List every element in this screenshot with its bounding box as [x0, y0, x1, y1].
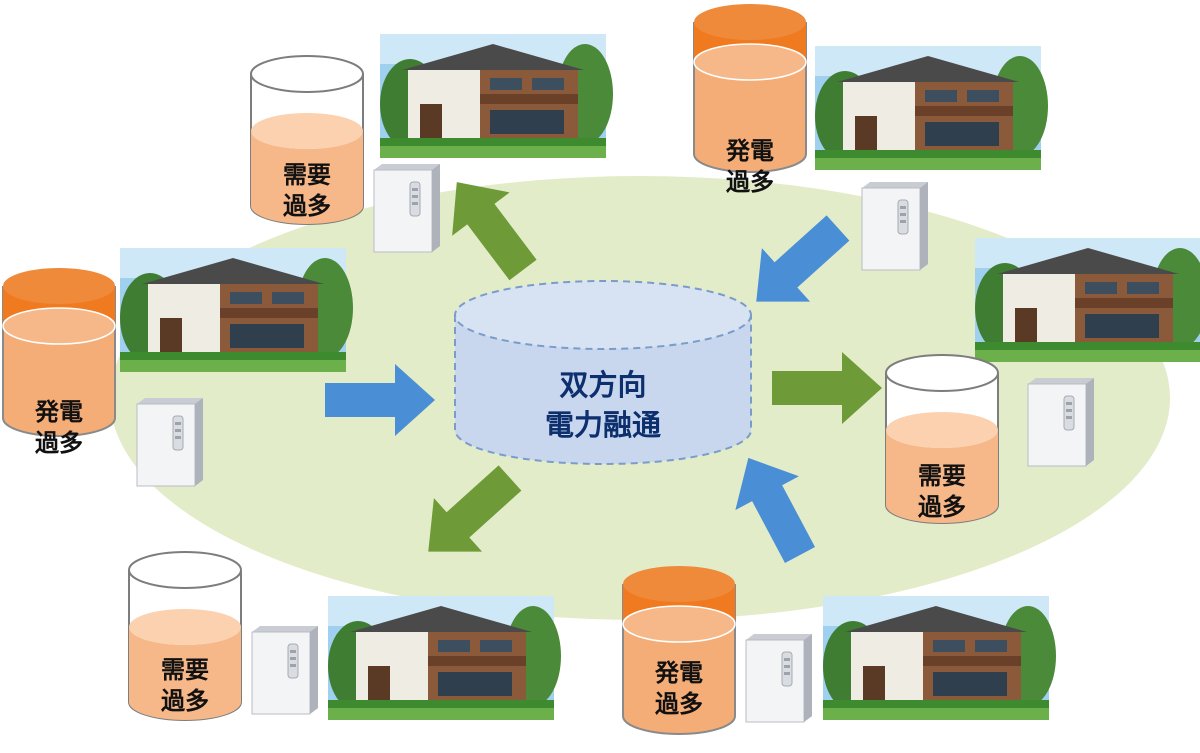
house-photo-bottom-left [328, 596, 561, 720]
tank-label-top-left-2: 過多 [283, 192, 331, 220]
tank-bottom-left: 需要 過多 [128, 551, 242, 721]
tank-label-top-right-2: 過多 [726, 168, 774, 196]
tank-label-bottom-left-2: 過多 [161, 687, 209, 715]
storage-battery-bottom-left [251, 625, 319, 715]
hub-label-line1: 双方向 [559, 368, 646, 402]
storage-battery-top-left [373, 163, 441, 253]
tank-label-right-1: 需要 [918, 462, 966, 490]
storage-battery-top-right [861, 181, 929, 271]
tank-top-right: 発電 過多 [693, 3, 807, 196]
house-photo-left [120, 248, 353, 372]
hub-cylinder: 双方向 電力融通 [454, 280, 752, 465]
tank-right: 需要 過多 [885, 354, 999, 524]
storage-battery-right [1027, 377, 1095, 467]
tank-left: 発電 過多 [2, 267, 116, 457]
house-photo-top-left [380, 34, 613, 158]
house-photo-right [975, 238, 1200, 362]
tank-label-bottom-left-1: 需要 [161, 656, 209, 684]
tank-label-left-1: 発電 [34, 398, 83, 426]
house-photo-bottom-right [823, 596, 1056, 720]
storage-battery-left [136, 397, 204, 487]
storage-battery-bottom-right [745, 633, 813, 723]
tank-label-right-2: 過多 [918, 493, 966, 521]
tank-label-bottom-right-1: 発電 [654, 659, 703, 687]
tank-bottom-right: 発電 過多 [622, 565, 736, 735]
tank-label-top-right-1: 発電 [725, 137, 774, 165]
tank-label-left-2: 過多 [35, 429, 83, 457]
tank-label-bottom-right-2: 過多 [655, 690, 703, 718]
house-photo-top-right [815, 46, 1048, 170]
tank-label-top-left-1: 需要 [283, 161, 331, 189]
tank-top-left: 需要 過多 [250, 55, 364, 225]
hub-label-line2: 電力融通 [545, 408, 661, 442]
